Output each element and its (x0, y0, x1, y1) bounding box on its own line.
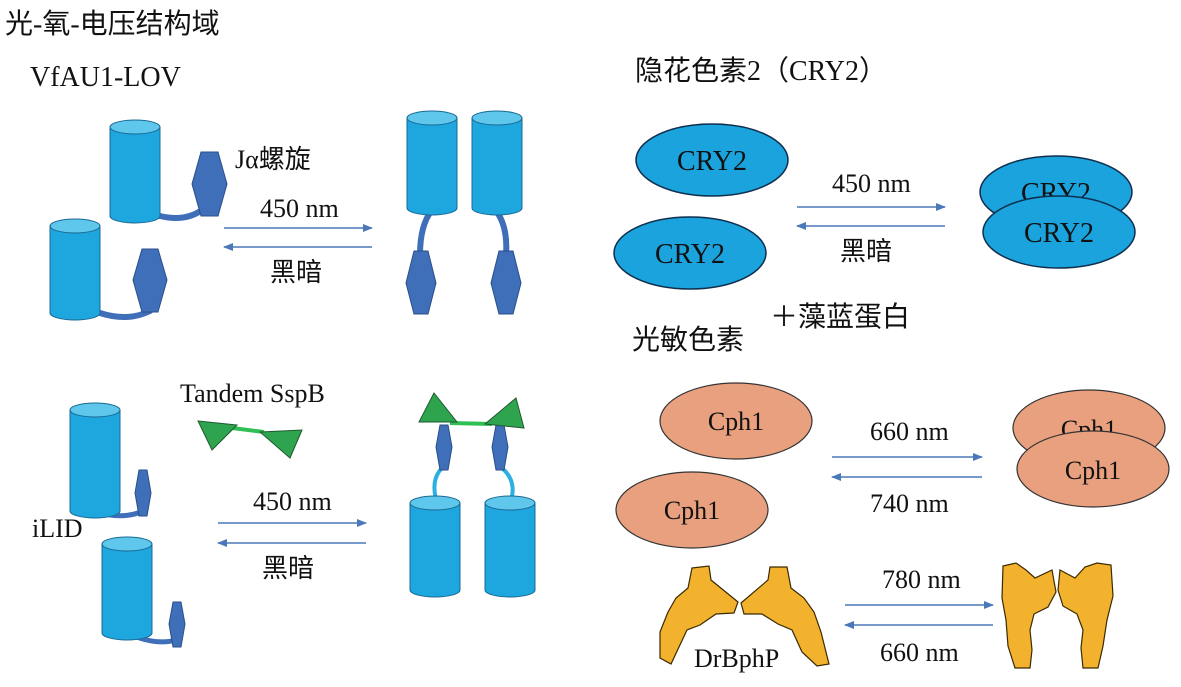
panel-ilid: Tandem SspB iLID 450 nm 黑暗 (32, 379, 536, 648)
page-title: 光-氧-电压结构域 (5, 8, 220, 40)
cry2-label: CRY2 (655, 239, 725, 270)
cph1-forward-label: 660 nm (870, 417, 949, 446)
sspb-label: Tandem SspB (180, 379, 325, 408)
cylinder-top (471, 110, 523, 126)
cylinder-body (406, 117, 458, 216)
bphp-forward-label: 780 nm (882, 565, 961, 594)
lov-monomer-upper (109, 119, 228, 224)
cph1-dimer: Cph1 Cph1 (1012, 389, 1170, 508)
panel-bphp: DrBphP 780 nm 660 nm (659, 562, 1114, 673)
cylinder-top (409, 495, 461, 511)
lov-forward-label: 450 nm (260, 194, 339, 223)
cylinder-body (471, 117, 523, 216)
lov-monomer-lower (49, 218, 168, 321)
cph1-monomer: Cph1 (659, 382, 813, 460)
cylinder-body (49, 225, 101, 321)
cry2-ellipse (982, 195, 1136, 269)
cph1-ellipse (659, 382, 813, 460)
ilid-label: iLID (32, 514, 83, 543)
cylinder-body (69, 409, 121, 519)
cry2-oligomer: CRY2 CRY2 (979, 155, 1136, 269)
cph1-label: Cph1 (1065, 456, 1121, 485)
lov-linker (157, 207, 205, 221)
j-alpha-helix-hexagon (191, 151, 228, 217)
bphp-label: DrBphP (694, 644, 779, 673)
cylinder-top (109, 119, 161, 135)
bphp-reverse-label: 660 nm (880, 638, 959, 667)
bphp-subunit (740, 566, 830, 667)
lov-dimer (405, 110, 523, 315)
cry2-monomer: CRY2 (613, 216, 767, 290)
ilid-reverse-label: 黑暗 (262, 554, 314, 583)
cph1-label: Cph1 (708, 407, 764, 436)
bphp-light-state (1001, 562, 1114, 669)
lov-linker (97, 308, 153, 320)
cylinder-top (484, 495, 536, 511)
ilid-hexagon (435, 424, 453, 471)
cry2-label: CRY2 (677, 146, 747, 177)
cry2-forward-label: 450 nm (832, 169, 911, 198)
lov-title: VfAU1-LOV (30, 62, 181, 93)
cylinder-body (109, 126, 161, 224)
cph1-reverse-label: 740 nm (870, 489, 949, 518)
sspb-triangle (197, 420, 239, 451)
cph1-monomer: Cph1 (615, 471, 769, 549)
cry2-monomer: CRY2 (635, 123, 789, 197)
bphp-subunit (1001, 562, 1057, 669)
cry2-ellipse (635, 123, 789, 197)
cph1-label: Cph1 (664, 496, 720, 525)
phytochrome-title: 光敏色素 (632, 324, 744, 356)
j-alpha-helix-hexagon (405, 250, 437, 315)
tandem-sspb (197, 420, 303, 459)
ilid-hexagon (134, 469, 152, 517)
j-alpha-helix-hexagon (132, 248, 168, 313)
ilid-monomer-upper (69, 402, 152, 519)
cry2-reverse-label: 黑暗 (840, 237, 892, 266)
ilid-hexagon (168, 601, 186, 648)
ilid-sspb-complex (409, 392, 536, 598)
sspb-triangle (483, 397, 525, 429)
ilid-monomer-lower (101, 536, 186, 648)
panel-cry2: 隐花色素2（CRY2） CRY2 CRY2 450 nm 黑暗 CRY2 CRY… (613, 55, 1136, 333)
cry2-label: CRY2 (1024, 218, 1094, 249)
cylinder-top (101, 536, 153, 552)
lov-helix-label: Jα螺旋 (235, 145, 311, 174)
sspb-linker (231, 426, 265, 434)
cry2-note: ＋藻蓝蛋白 (770, 301, 910, 333)
cylinder-body (409, 502, 461, 598)
cph1-ellipse (1016, 430, 1170, 508)
cry2-title: 隐花色素2（CRY2） (635, 55, 887, 87)
cylinder-body (101, 543, 153, 641)
lov-linker (417, 207, 435, 258)
sspb-triangle (418, 392, 459, 423)
sspb-triangle (258, 429, 303, 459)
j-alpha-helix-hexagon (490, 250, 522, 315)
cph1-ellipse (615, 471, 769, 549)
cylinder-top (49, 218, 101, 234)
cry2-ellipse (613, 216, 767, 290)
ilid-hexagon (491, 424, 509, 471)
lov-reverse-label: 黑暗 (270, 258, 322, 287)
bphp-subunit (659, 565, 739, 665)
panel-phytochrome: 光敏色素 Cph1 Cph1 660 nm 740 nm Cph1 Cph1 (615, 324, 1170, 549)
panel-lov: VfAU1-LOV Jα螺旋 450 nm 黑暗 (30, 62, 523, 321)
cylinder-body (484, 502, 536, 598)
cylinder-top (69, 402, 121, 418)
cylinder-top (406, 110, 458, 126)
lov-linker (494, 209, 510, 258)
bphp-dark-state (659, 565, 830, 667)
bphp-subunit (1057, 562, 1114, 669)
ilid-forward-label: 450 nm (253, 487, 332, 516)
